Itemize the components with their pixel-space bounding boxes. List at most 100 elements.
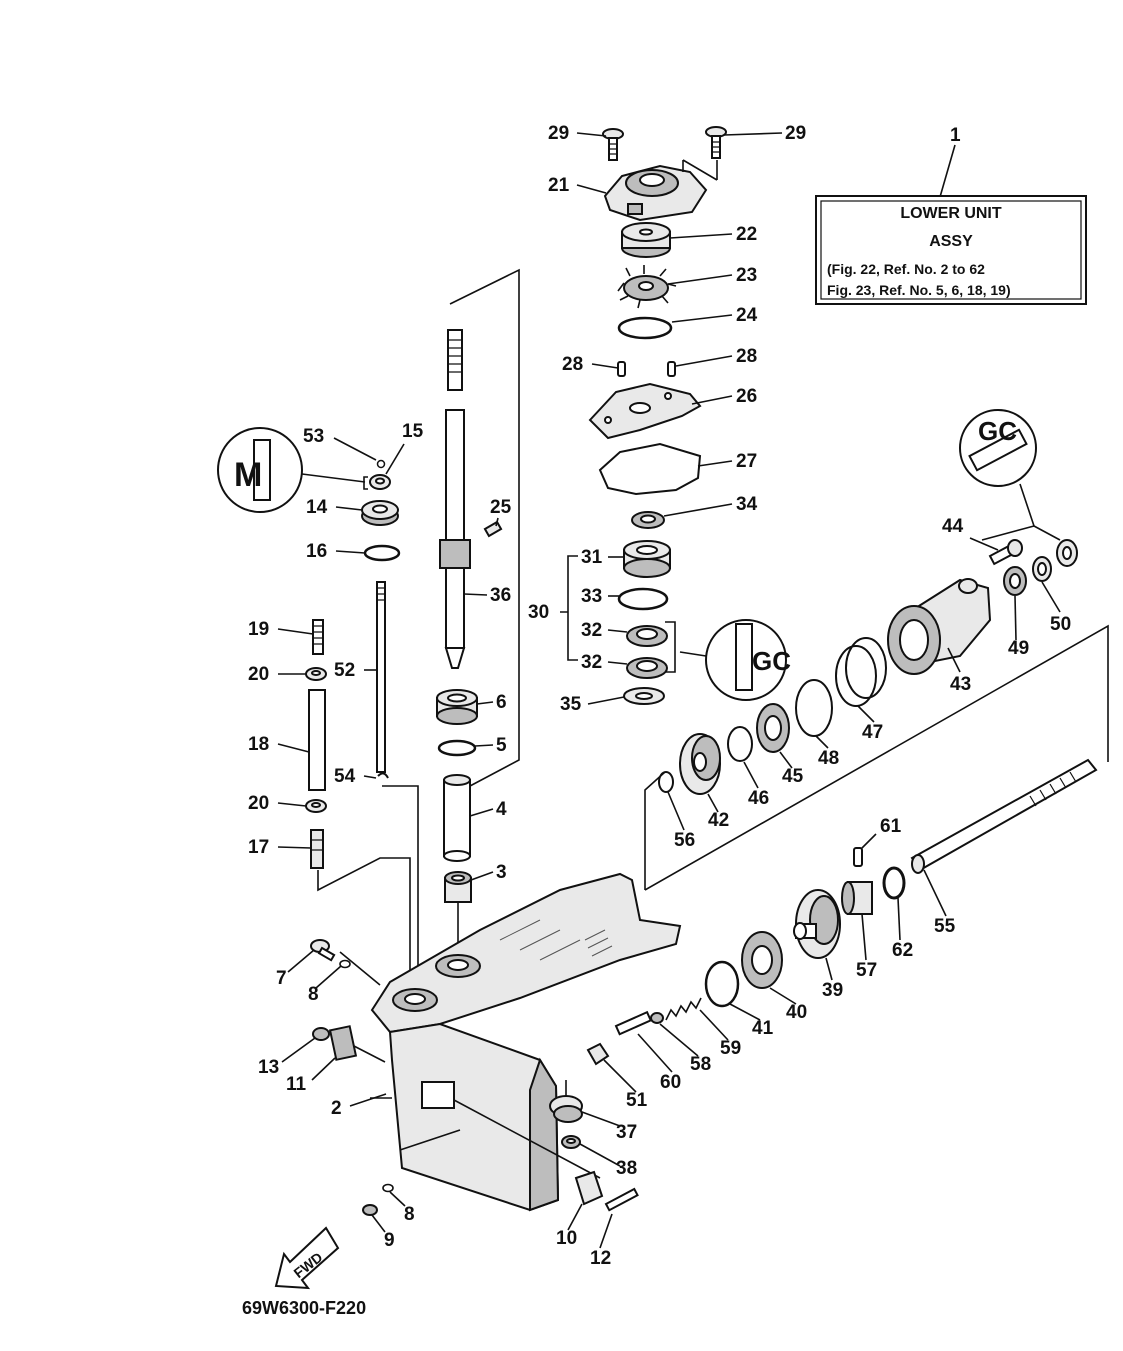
callout-58: 58 [690,1054,711,1075]
callout-leader-61 [861,833,877,849]
callout-leader-3 [470,871,494,881]
callout-56: 56 [674,830,695,851]
nut-38 [561,1135,581,1149]
callout-leader-55 [923,869,947,917]
callout-leader-13 [281,1037,316,1063]
bolt-29-left [602,128,624,161]
callout-leader-47 [857,705,875,723]
callout-leader-62 [897,897,901,941]
callout-17: 17 [248,837,269,858]
grommet-20-lower [305,799,327,813]
callout-16: 16 [306,541,327,562]
box-note-2: Fig. 23, Ref. No. 5, 6, 18, 19) [827,282,1011,298]
callout-leader-45 [779,751,793,769]
callout-leader-26 [691,395,733,405]
needle-bearing-49 [1003,566,1027,596]
callout-leader-32 [607,661,628,665]
callout-44: 44 [942,516,964,537]
shim-56 [658,771,674,793]
marine-grease-letter: M [234,456,262,494]
collar-15 [363,474,391,490]
callout-48: 48 [818,748,839,769]
callout-50: 50 [1050,614,1071,635]
shift-cam-51 [586,1042,610,1066]
trim-tab-10 [574,1170,604,1206]
callout-46: 46 [748,788,769,809]
callout-8: 8 [404,1204,415,1225]
callout-27: 27 [736,451,757,472]
callout-leader-35 [587,696,625,705]
callout-leader-18 [277,743,310,753]
callout-38: 38 [616,1158,637,1179]
lower-case-housing [339,872,682,1212]
outer-plate-cartridge [588,382,702,440]
callout-11: 11 [286,1074,307,1095]
bearing-6 [436,689,478,725]
callout-leader-5 [474,744,494,747]
callout-4: 4 [496,799,507,820]
callout-leader-6 [476,701,494,705]
callout-leader-43 [947,647,961,673]
callout-leader-28 [591,363,619,369]
oring-48 [795,679,833,737]
callout-26: 26 [736,386,757,407]
callout-24: 24 [736,305,758,326]
callout-leader-22 [669,233,733,239]
callout-7: 7 [276,968,287,989]
callout-leader-54 [363,775,377,779]
bush-14 [361,500,399,526]
callout-leader-25 [495,517,499,527]
callout-8: 8 [308,984,319,1005]
callout-leader-15 [385,443,405,475]
callout-leader-40 [769,987,797,1005]
callout-61: 61 [880,816,902,837]
callout-20: 20 [248,793,269,814]
callout-leader-41 [729,1003,761,1021]
callout-leader-58 [659,1023,699,1057]
grease-marine-symbol: M [217,427,366,513]
callout-leader-21 [576,184,607,194]
callout-leader-12 [599,1213,613,1249]
callout-21: 21 [548,175,570,196]
callout-32: 32 [581,652,602,673]
callout-3: 3 [496,862,507,883]
callout-leader-28 [675,355,733,367]
propeller-shaft-55 [910,758,1098,874]
callout-leader-44 [969,537,999,551]
lower-unit-assy-box: 1 LOWER UNIT ASSY (Fig. 22, Ref. No. 2 t… [815,125,1087,305]
oil-seals-50 [1032,539,1078,582]
callout-60: 60 [660,1072,681,1093]
cc-upper-letters: GC [978,416,1017,446]
callout-36: 36 [490,585,511,606]
figure-code: 69W6300-F220 [242,1298,366,1318]
grease-cc-lower-symbol: GC [679,619,791,701]
callout-52: 52 [334,660,355,681]
callout-leader-27 [697,460,733,467]
bolt-44 [988,539,1023,566]
orings-47 [835,637,887,707]
box-note-1: (Fig. 22, Ref. No. 2 to 62 [827,261,985,277]
callout-leader-32 [607,629,628,633]
callout-2: 2 [331,1098,342,1119]
callout-leader-56 [667,791,685,831]
oring-16 [363,544,401,562]
callout-leader-24 [671,314,733,323]
callout-33: 33 [581,586,602,607]
callout-leader-16 [335,550,366,554]
callout-45: 45 [782,766,804,787]
box-title-1: LOWER UNIT [900,205,1002,222]
reverse-gear-42 [679,733,721,795]
ball-bearing-45 [756,703,790,753]
callout-leader-39 [825,957,833,981]
callout-12: 12 [590,1248,611,1269]
callout-37: 37 [616,1122,637,1143]
grommet-20-upper [305,667,327,681]
callout-leader-11 [311,1057,336,1081]
grease-cc-upper-symbol: GC [959,409,1037,527]
water-pump-housing [603,159,718,222]
callout-47: 47 [862,722,883,743]
callout-55: 55 [934,916,956,937]
sleeve-4 [443,774,471,862]
